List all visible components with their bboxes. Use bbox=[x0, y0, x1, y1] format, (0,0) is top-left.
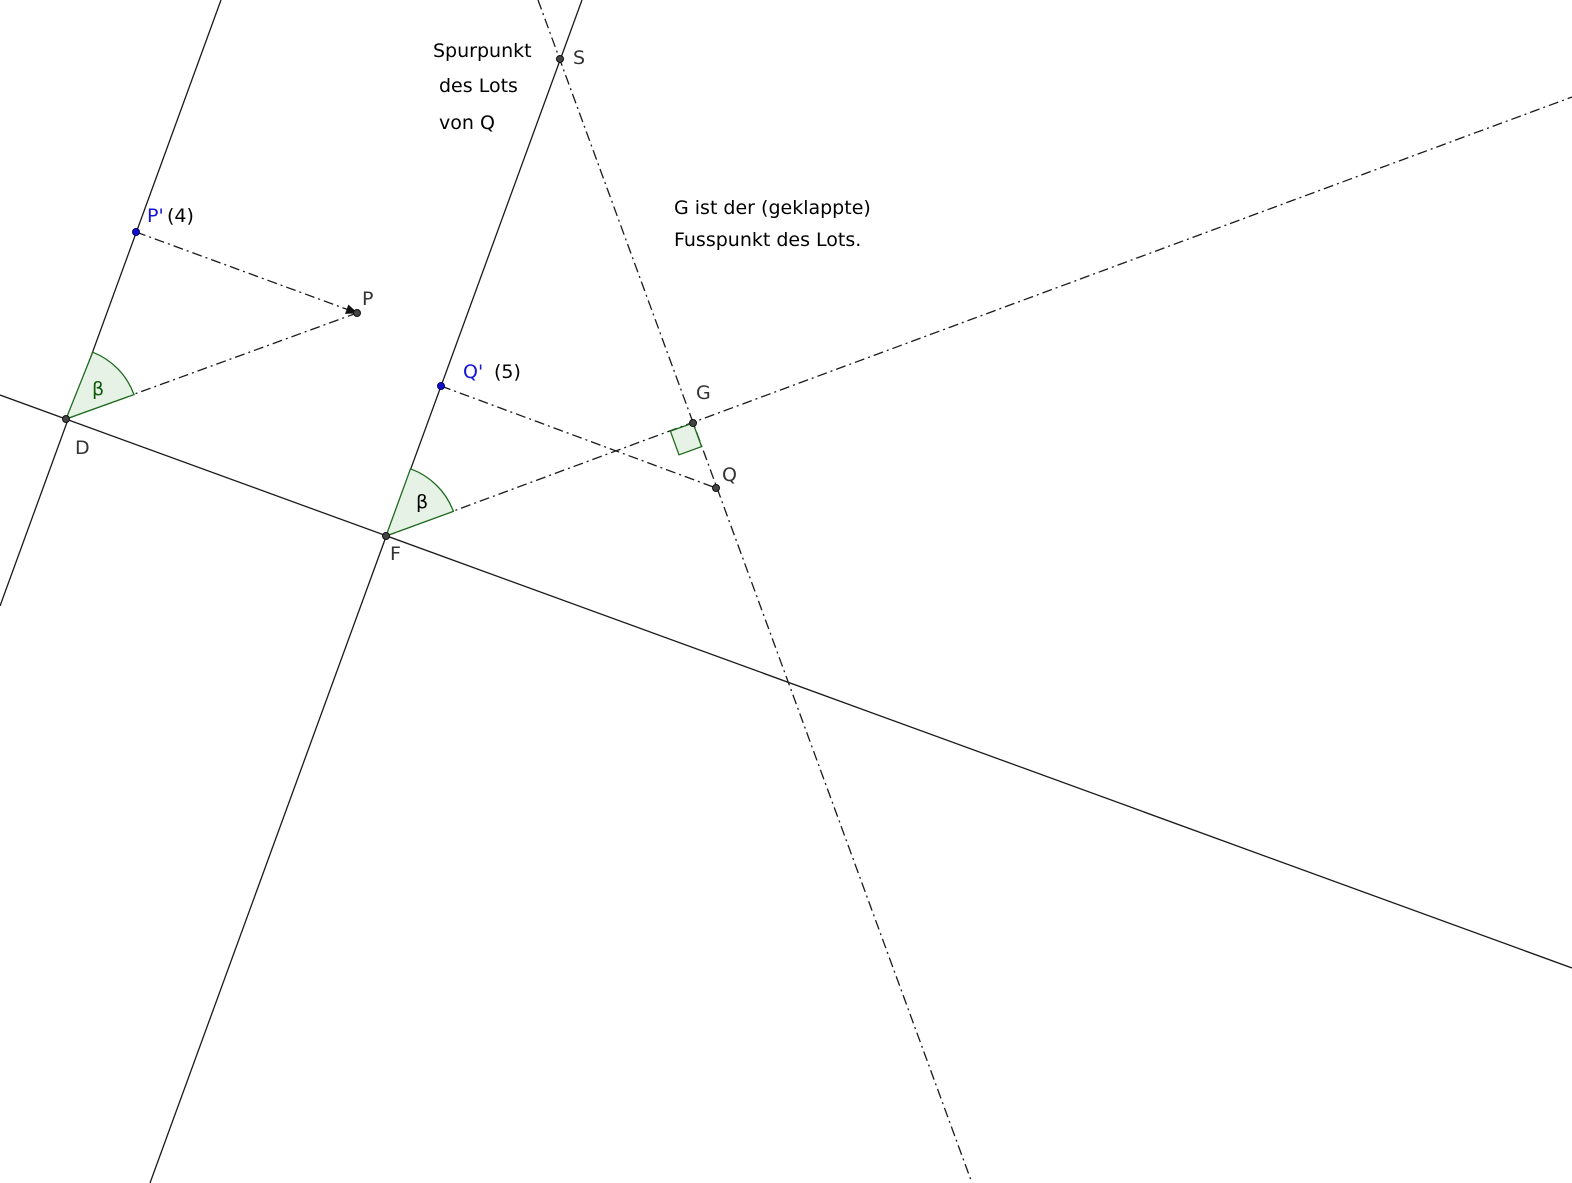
angle-beta-at-d bbox=[64, 351, 135, 421]
point-p[interactable] bbox=[353, 309, 361, 317]
label-f: F bbox=[390, 543, 401, 565]
point-f[interactable] bbox=[382, 532, 390, 540]
label-g: G bbox=[696, 382, 711, 404]
point-g[interactable] bbox=[689, 419, 697, 427]
right-angle-marker-g bbox=[669, 422, 703, 456]
label-p: P bbox=[362, 288, 373, 310]
label-q-prime: Q' bbox=[463, 361, 483, 383]
note-spurpunkt-line-3: von Q bbox=[439, 112, 495, 134]
label-p-prime: P' bbox=[147, 205, 164, 227]
point-s[interactable] bbox=[556, 55, 564, 63]
perpendicular-line-through-q bbox=[537, 0, 973, 1183]
note-fusspunkt-line-2: Fusspunkt des Lots. bbox=[674, 229, 861, 251]
angle-beta-at-f bbox=[384, 467, 455, 538]
label-beta-at-d: β bbox=[92, 378, 104, 400]
label-q-prime-number: (5) bbox=[494, 361, 521, 383]
segment-q-prime-q bbox=[440, 385, 717, 489]
trace-line-through-d bbox=[0, 0, 222, 607]
trace-line-base bbox=[0, 394, 1572, 969]
arrow-p-prime-to-p bbox=[135, 231, 358, 314]
folded-line-through-f bbox=[385, 96, 1572, 537]
label-d: D bbox=[75, 437, 90, 459]
label-s: S bbox=[573, 47, 585, 69]
point-q[interactable] bbox=[712, 484, 720, 492]
label-q: Q bbox=[722, 464, 737, 486]
note-fusspunkt-line-1: G ist der (geklappte) bbox=[674, 197, 871, 219]
note-spurpunkt-line-1: Spurpunkt bbox=[433, 40, 532, 62]
point-p-prime[interactable] bbox=[132, 228, 140, 236]
point-q-prime[interactable] bbox=[437, 382, 445, 390]
label-p-prime-number: (4) bbox=[167, 205, 194, 227]
trace-line-through-f bbox=[149, 0, 583, 1183]
note-spurpunkt-line-2: des Lots bbox=[439, 75, 518, 97]
point-d[interactable] bbox=[62, 415, 70, 423]
folded-segment-d-p bbox=[65, 312, 358, 420]
label-beta-at-f: β bbox=[416, 491, 428, 513]
